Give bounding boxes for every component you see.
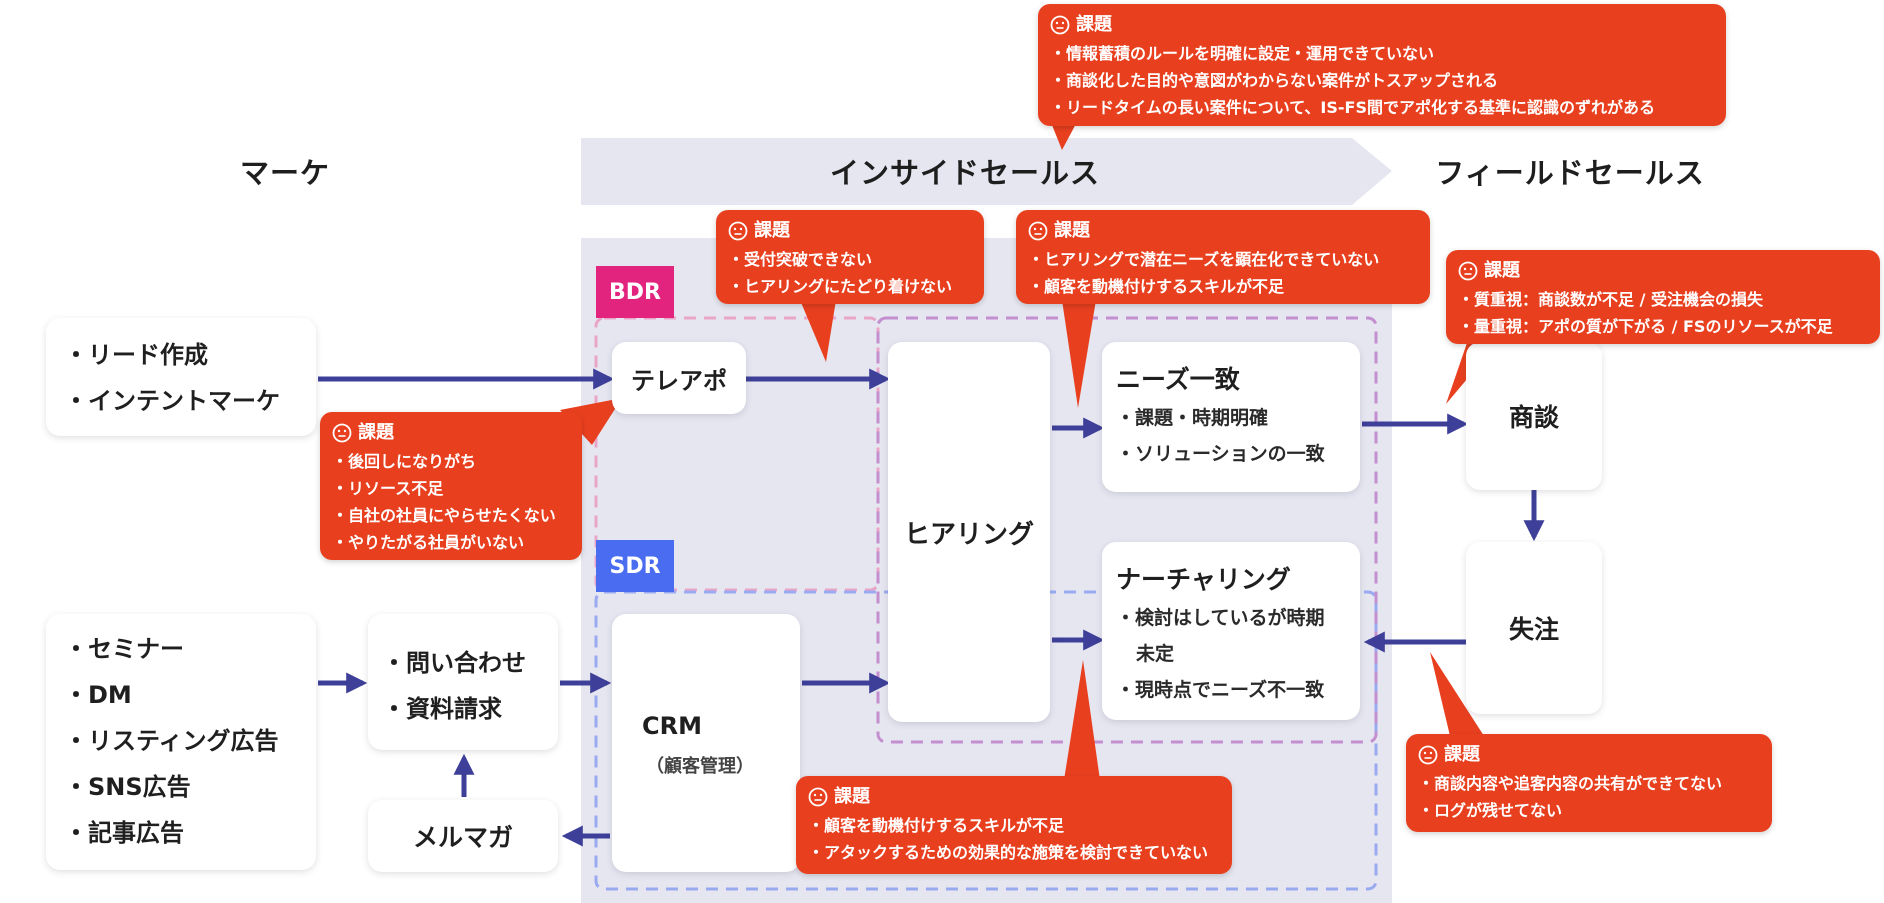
list-item: 未定 — [1136, 643, 1175, 665]
list-item: インテントマーケ — [64, 378, 316, 424]
list-item: リソース不足 — [332, 475, 570, 502]
issue-bubble-top: 課題 情報蓄積のルールを明確に設定・運用できていない 商談化した目的や意図がわか… — [1038, 4, 1726, 126]
lost-box: 失注 — [1466, 542, 1602, 714]
list-item: 記事広告 — [64, 810, 316, 856]
header-field-sales: フィールドセールス — [1435, 156, 1705, 190]
inquiry-box: 問い合わせ 資料請求 — [368, 614, 558, 750]
needs-match-title: ニーズ一致 — [1116, 365, 1240, 394]
list-item: 自社の社員にやらせたくない — [332, 502, 570, 529]
list-item: 顧客を動機付けするスキルが不足 — [1028, 273, 1418, 300]
hearing-box: ヒアリング — [888, 342, 1050, 722]
list-item: 現時点でニーズ不一致 — [1116, 672, 1360, 708]
list-item: ヒアリングにたどり着けない — [728, 273, 972, 300]
bubble-tail-top — [1050, 120, 1078, 150]
list-item: SNS広告 — [64, 764, 316, 810]
bubble-tail-telapo — [800, 300, 836, 362]
issue-title: 課題 — [1076, 14, 1112, 35]
telapo-box: テレアポ — [612, 342, 746, 414]
crm-subtitle: （顧客管理） — [646, 756, 754, 777]
neutral-face-icon — [1028, 221, 1048, 241]
meeting-box: 商談 — [1466, 342, 1602, 490]
issue-bubble-hearing: 課題 ヒアリングで潜在ニーズを顕在化できていない 顧客を動機付けするスキルが不足 — [1016, 210, 1430, 304]
crm-box: CRM （顧客管理） — [612, 614, 800, 872]
list-item: ログが残せてない — [1418, 797, 1760, 824]
lead-generation-box: リード作成 インテントマーケ — [46, 318, 316, 436]
bubble-tail-hearing — [1062, 300, 1096, 408]
issue-title: 課題 — [1054, 220, 1090, 241]
newsletter-box: メルマガ — [368, 800, 558, 872]
list-item: ソリューションの一致 — [1116, 436, 1360, 472]
inside-sales-header-band — [581, 138, 1392, 205]
bdr-tag: BDR — [596, 266, 674, 318]
list-item: 後回しになりがち — [332, 448, 570, 475]
sdr-tag: SDR — [596, 540, 674, 592]
neutral-face-icon — [1418, 745, 1438, 765]
bubble-tail-lost — [1430, 652, 1484, 736]
issue-title: 課題 — [1444, 744, 1480, 765]
list-item: 顧客を動機付けするスキルが不足 — [808, 812, 1220, 839]
neutral-face-icon — [728, 221, 748, 241]
list-item: DM — [64, 672, 316, 718]
issue-title: 課題 — [1484, 260, 1520, 281]
list-item: 検討はしているが時期 — [1116, 600, 1360, 636]
issue-bubble-meeting: 課題 質重視：商談数が不足 / 受注機会の損失 量重視：アポの質が下がる / F… — [1446, 250, 1880, 344]
hearing-region — [876, 316, 1378, 744]
issue-title: 課題 — [754, 220, 790, 241]
list-item: 資料請求 — [382, 686, 558, 732]
list-item: リスティング広告 — [64, 718, 316, 764]
nurturing-box: ナーチャリング 検討はしているが時期 未定 現時点でニーズ不一致 — [1102, 542, 1360, 720]
header-inside-sales: インサイドセールス — [829, 156, 1100, 190]
list-item: 問い合わせ — [382, 640, 558, 686]
issue-bubble-nurturing: 課題 顧客を動機付けするスキルが不足 アタックするための効果的な施策を検討できて… — [796, 776, 1232, 874]
marketing-channels-box: セミナー DM リスティング広告 SNS広告 記事広告 — [46, 614, 316, 870]
neutral-face-icon — [332, 423, 352, 443]
list-item: 情報蓄積のルールを明確に設定・運用できていない — [1050, 40, 1714, 67]
list-item: やりたがる社員がいない — [332, 529, 570, 556]
list-item: 課題・時期明確 — [1116, 400, 1360, 436]
list-item: ヒアリングで潜在ニーズを顕在化できていない — [1028, 246, 1418, 273]
neutral-face-icon — [1458, 261, 1478, 281]
needs-match-box: ニーズ一致 課題・時期明確 ソリューションの一致 — [1102, 342, 1360, 492]
issue-bubble-lost: 課題 商談内容や追客内容の共有ができてない ログが残せてない — [1406, 734, 1772, 832]
list-item: 受付突破できない — [728, 246, 972, 273]
issue-bubble-telapo: 課題 受付突破できない ヒアリングにたどり着けない — [716, 210, 984, 304]
list-item: セミナー — [64, 626, 316, 672]
issue-bubble-bdr: 課題 後回しになりがち リソース不足 自社の社員にやらせたくない やりたがる社員… — [320, 412, 582, 560]
list-item: リード作成 — [64, 332, 316, 378]
list-item: リードタイムの長い案件について、IS-FS間でアポ化する基準に認識のずれがある — [1050, 94, 1714, 121]
list-item: 量重視：アポの質が下がる / FSのリソースが不足 — [1458, 313, 1868, 340]
crm-title: CRM — [642, 712, 702, 740]
issue-title: 課題 — [358, 422, 394, 443]
header-marketing: マーケ — [239, 156, 330, 190]
list-item: 質重視：商談数が不足 / 受注機会の損失 — [1458, 286, 1868, 313]
nurturing-title: ナーチャリング — [1116, 565, 1291, 594]
list-item: 商談化した目的や意図がわからない案件がトスアップされる — [1050, 67, 1714, 94]
neutral-face-icon — [808, 787, 828, 807]
bubble-tail-bdr — [560, 398, 622, 445]
list-item: アタックするための効果的な施策を検討できていない — [808, 839, 1220, 866]
issue-title: 課題 — [834, 786, 870, 807]
neutral-face-icon — [1050, 15, 1070, 35]
bubble-tail-nurturing — [1064, 660, 1100, 780]
list-item: 商談内容や追客内容の共有ができてない — [1418, 770, 1760, 797]
